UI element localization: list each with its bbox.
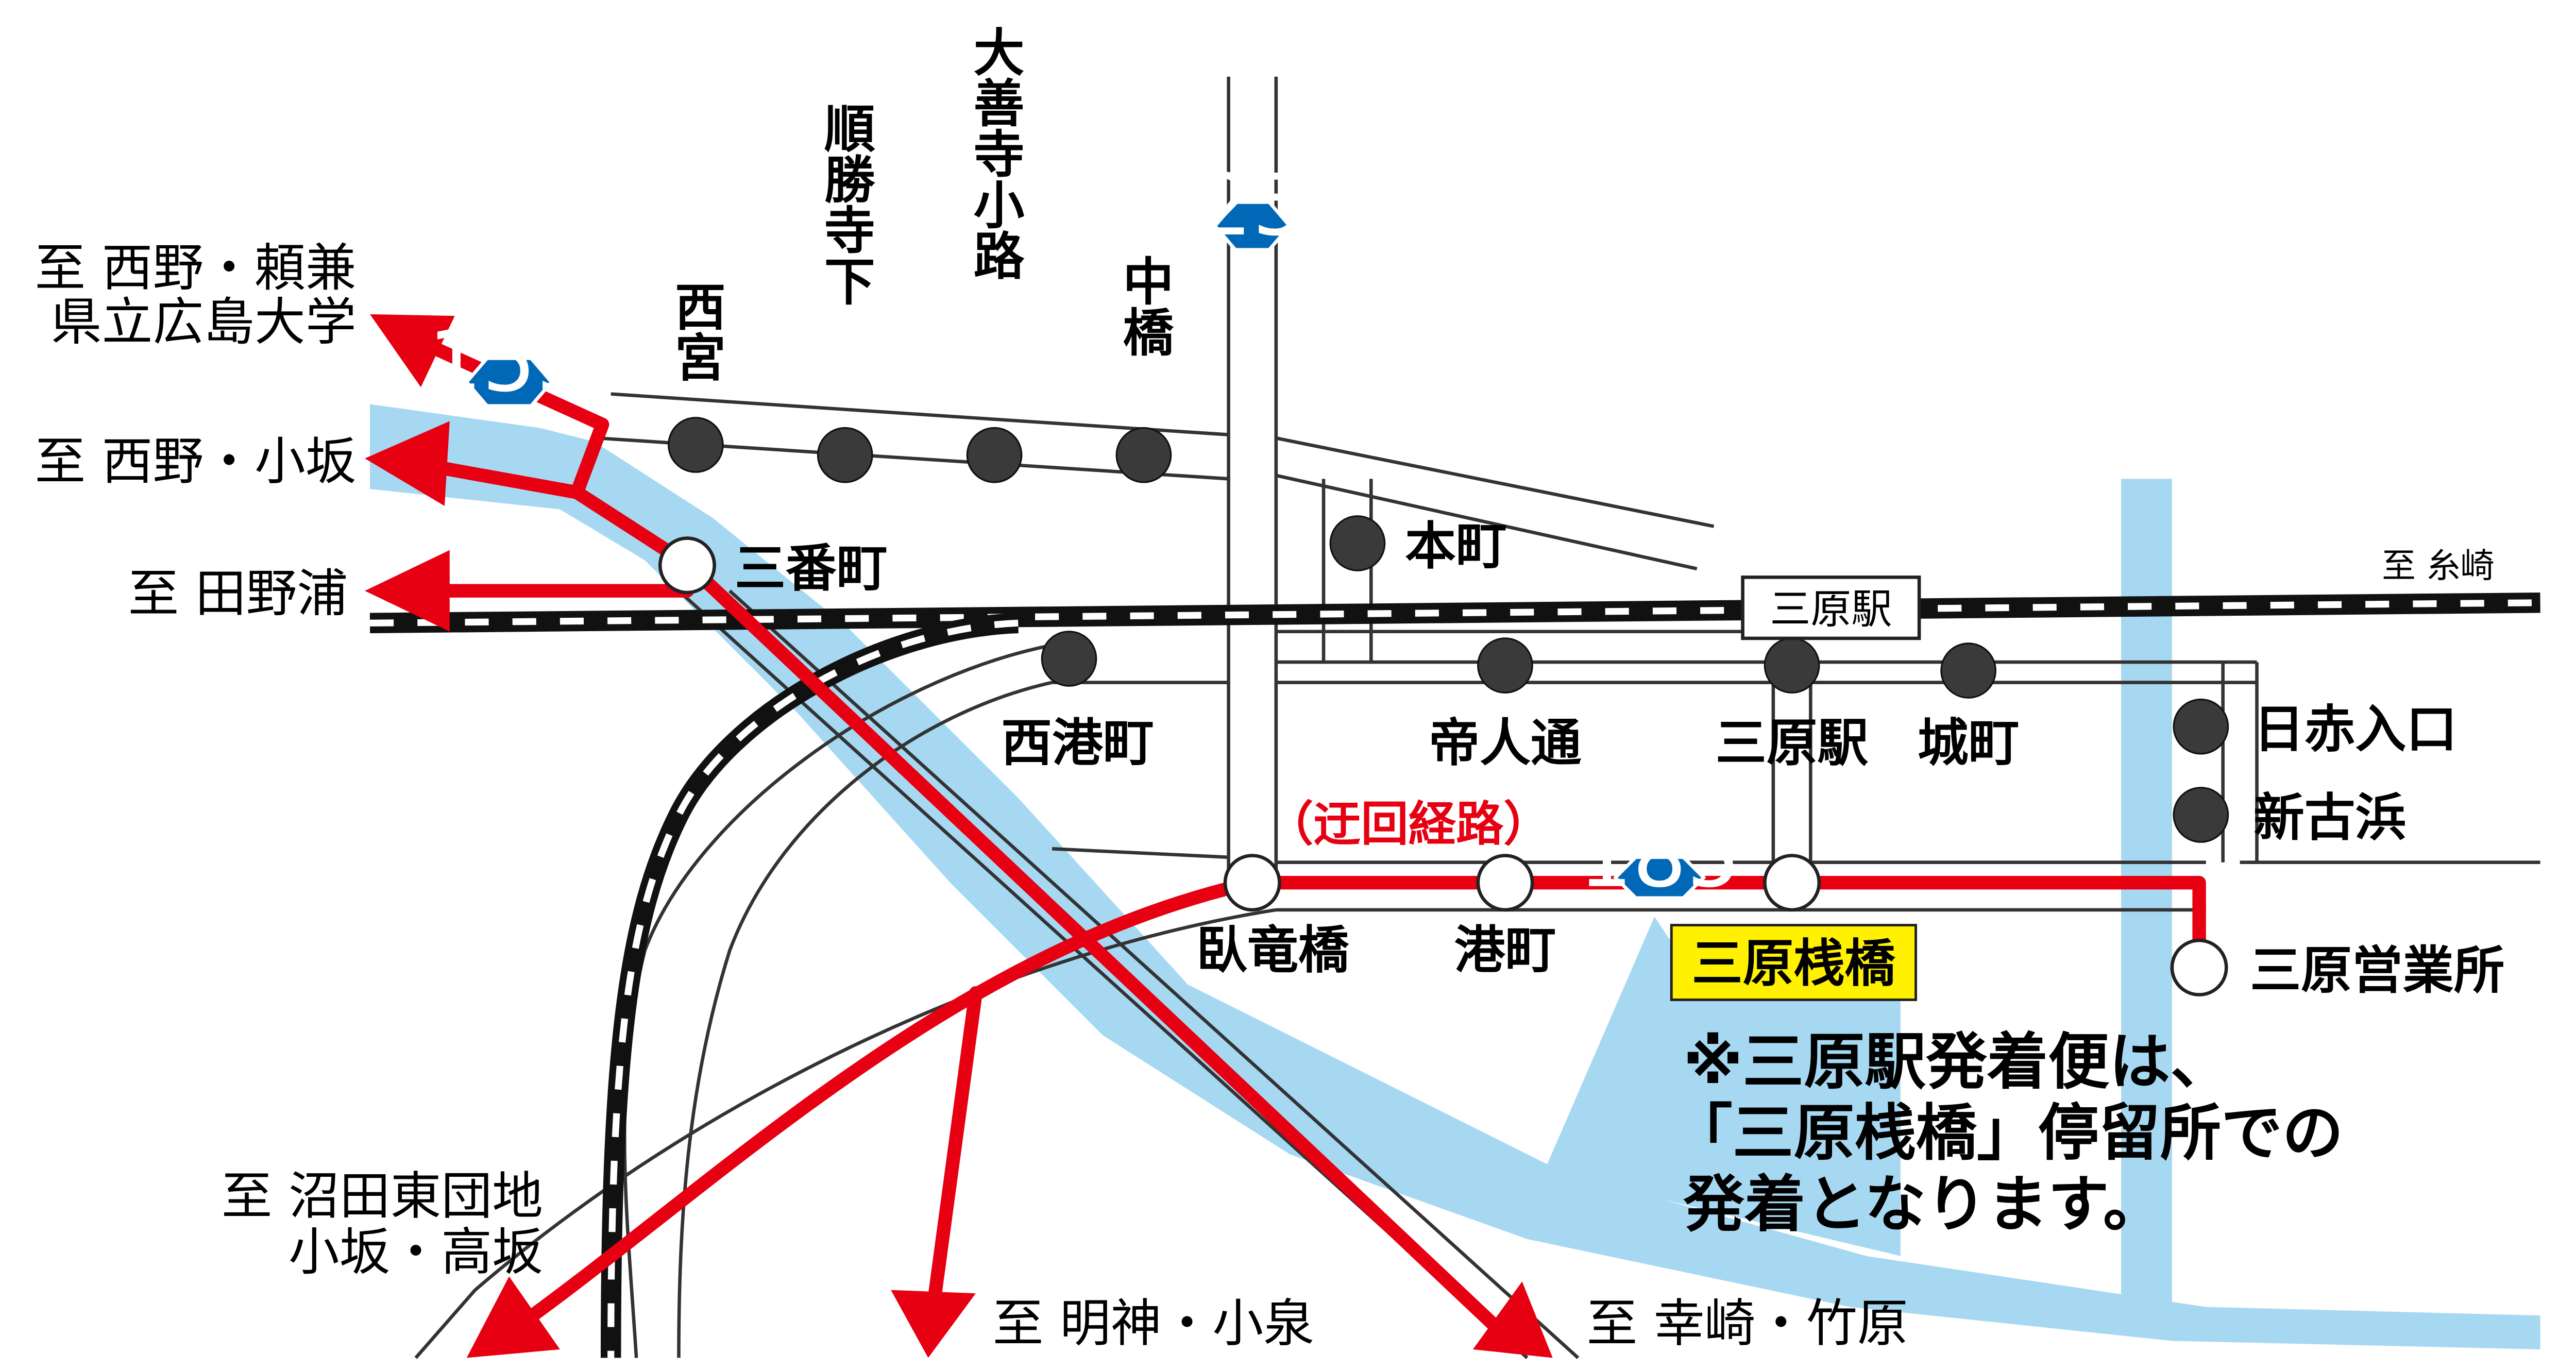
label-mihara-sanbashi: 三原桟橋 xyxy=(1692,934,1895,993)
label-nisseki: 日赤入口 xyxy=(2253,700,2457,759)
dest-numata-2: 小坂・高坂 xyxy=(289,1223,543,1282)
stop-mihara-sanbashi xyxy=(1763,854,1821,912)
shield-route-185: 185 xyxy=(1579,807,1740,906)
svg-text:155: 155 xyxy=(428,312,590,411)
detour-label: （迂回経路） xyxy=(1266,796,1551,852)
shield-route-25: 25 xyxy=(1198,156,1307,255)
stop-daizenji xyxy=(966,427,1023,483)
label-daizenji: 大善寺小路 xyxy=(965,26,1024,280)
dest-tanonoura: 至 田野浦 xyxy=(128,564,348,623)
stop-sanbancho xyxy=(658,536,716,595)
label-junshoji: 順勝寺下 xyxy=(816,102,875,306)
stop-nisseki xyxy=(2173,698,2229,755)
dest-kozaki: 至 幸崎・竹原 xyxy=(1587,1294,1908,1354)
dest-itozaki: 至 糸崎 xyxy=(2382,546,2495,585)
stop-shinkohama xyxy=(2173,787,2229,843)
stop-minatomachi xyxy=(1476,854,1534,912)
station-box: 三原駅 xyxy=(1741,576,1921,640)
stop-teijin xyxy=(1477,637,1533,694)
destination-labels: 至 西野・頼兼 県立広島大学 至 西野・小坂 至 田野浦 至 糸崎 至 沼田東団… xyxy=(35,239,2494,1354)
dest-numata-1: 至 沼田東団地 xyxy=(222,1166,543,1226)
stop-nishiminato xyxy=(1041,631,1097,687)
arrow-tanonoura xyxy=(365,550,450,632)
route-stops xyxy=(658,536,2228,996)
bus-routes xyxy=(400,333,2206,1340)
stop-garyukyo xyxy=(1223,854,1281,912)
dest-prefectural-univ: 県立広島大学 xyxy=(51,293,357,352)
label-garyukyo: 臥竜橋 xyxy=(1196,921,1349,980)
stop-nishimiya xyxy=(668,417,724,473)
stop-eigyosho xyxy=(2170,938,2228,996)
notice-line-2: 「三原桟橋」停留所での xyxy=(1671,1097,2343,1169)
arrow-kozaki xyxy=(1472,1281,1553,1358)
notice-line-3: 発着となります。 xyxy=(1683,1169,2164,1240)
stop-shiromachi xyxy=(1940,642,1996,699)
svg-text:三原駅: 三原駅 xyxy=(1770,585,1892,633)
arrow-nishino-kosaka xyxy=(365,421,450,506)
notice: ※三原駅発着便は、 「三原桟橋」停留所での 発着となります。 xyxy=(1671,1026,2343,1240)
svg-text:25: 25 xyxy=(1198,156,1307,255)
dest-myojin: 至 明神・小泉 xyxy=(993,1294,1314,1354)
stop-junshoji xyxy=(817,427,873,483)
label-minatomachi: 港町 xyxy=(1454,921,1556,980)
label-teijin: 帝人通 xyxy=(1429,714,1582,773)
label-nakabashi: 中橋 xyxy=(1114,255,1173,357)
svg-text:185: 185 xyxy=(1579,807,1740,906)
label-nishimiya: 西宮 xyxy=(666,280,725,382)
label-honmachi: 本町 xyxy=(1405,517,1507,576)
regular-stops xyxy=(668,417,2229,843)
label-sanbancho: 三番町 xyxy=(735,539,887,598)
vertical-stop-labels: 西宮 順勝寺下 大善寺小路 中橋 xyxy=(666,26,1174,382)
dest-nishino-kosaka: 至 西野・小坂 xyxy=(35,432,356,491)
sanbashi-highlight xyxy=(1670,924,1918,1001)
label-mihara-eki: 三原駅 xyxy=(1716,714,1869,773)
label-shinkohama: 新古浜 xyxy=(2253,788,2406,848)
horizontal-stop-labels: 本町 三番町 西港町 帝人通 三原駅 城町 日赤入口 新古浜 臥竜橋 港町 三原… xyxy=(735,517,2504,1000)
label-eigyosho: 三原営業所 xyxy=(2250,941,2504,1000)
label-shiromachi: 城町 xyxy=(1918,714,2020,773)
label-nishiminato: 西港町 xyxy=(1001,714,1154,773)
arrow-nishino-raiken xyxy=(370,314,455,387)
stop-nakabashi xyxy=(1115,427,1172,483)
route-arrowheads xyxy=(365,314,1553,1358)
arrow-numata xyxy=(466,1276,560,1358)
dest-nishino-raiken: 至 西野・頼兼 xyxy=(35,239,356,298)
railway xyxy=(369,592,2540,1358)
stop-honmachi xyxy=(1329,515,1386,571)
stop-mihara-eki xyxy=(1764,637,1820,694)
arrow-myojin xyxy=(891,1290,976,1358)
notice-line-1: ※三原駅発着便は、 xyxy=(1683,1026,2231,1097)
shield-route-155: 155 xyxy=(428,312,590,411)
